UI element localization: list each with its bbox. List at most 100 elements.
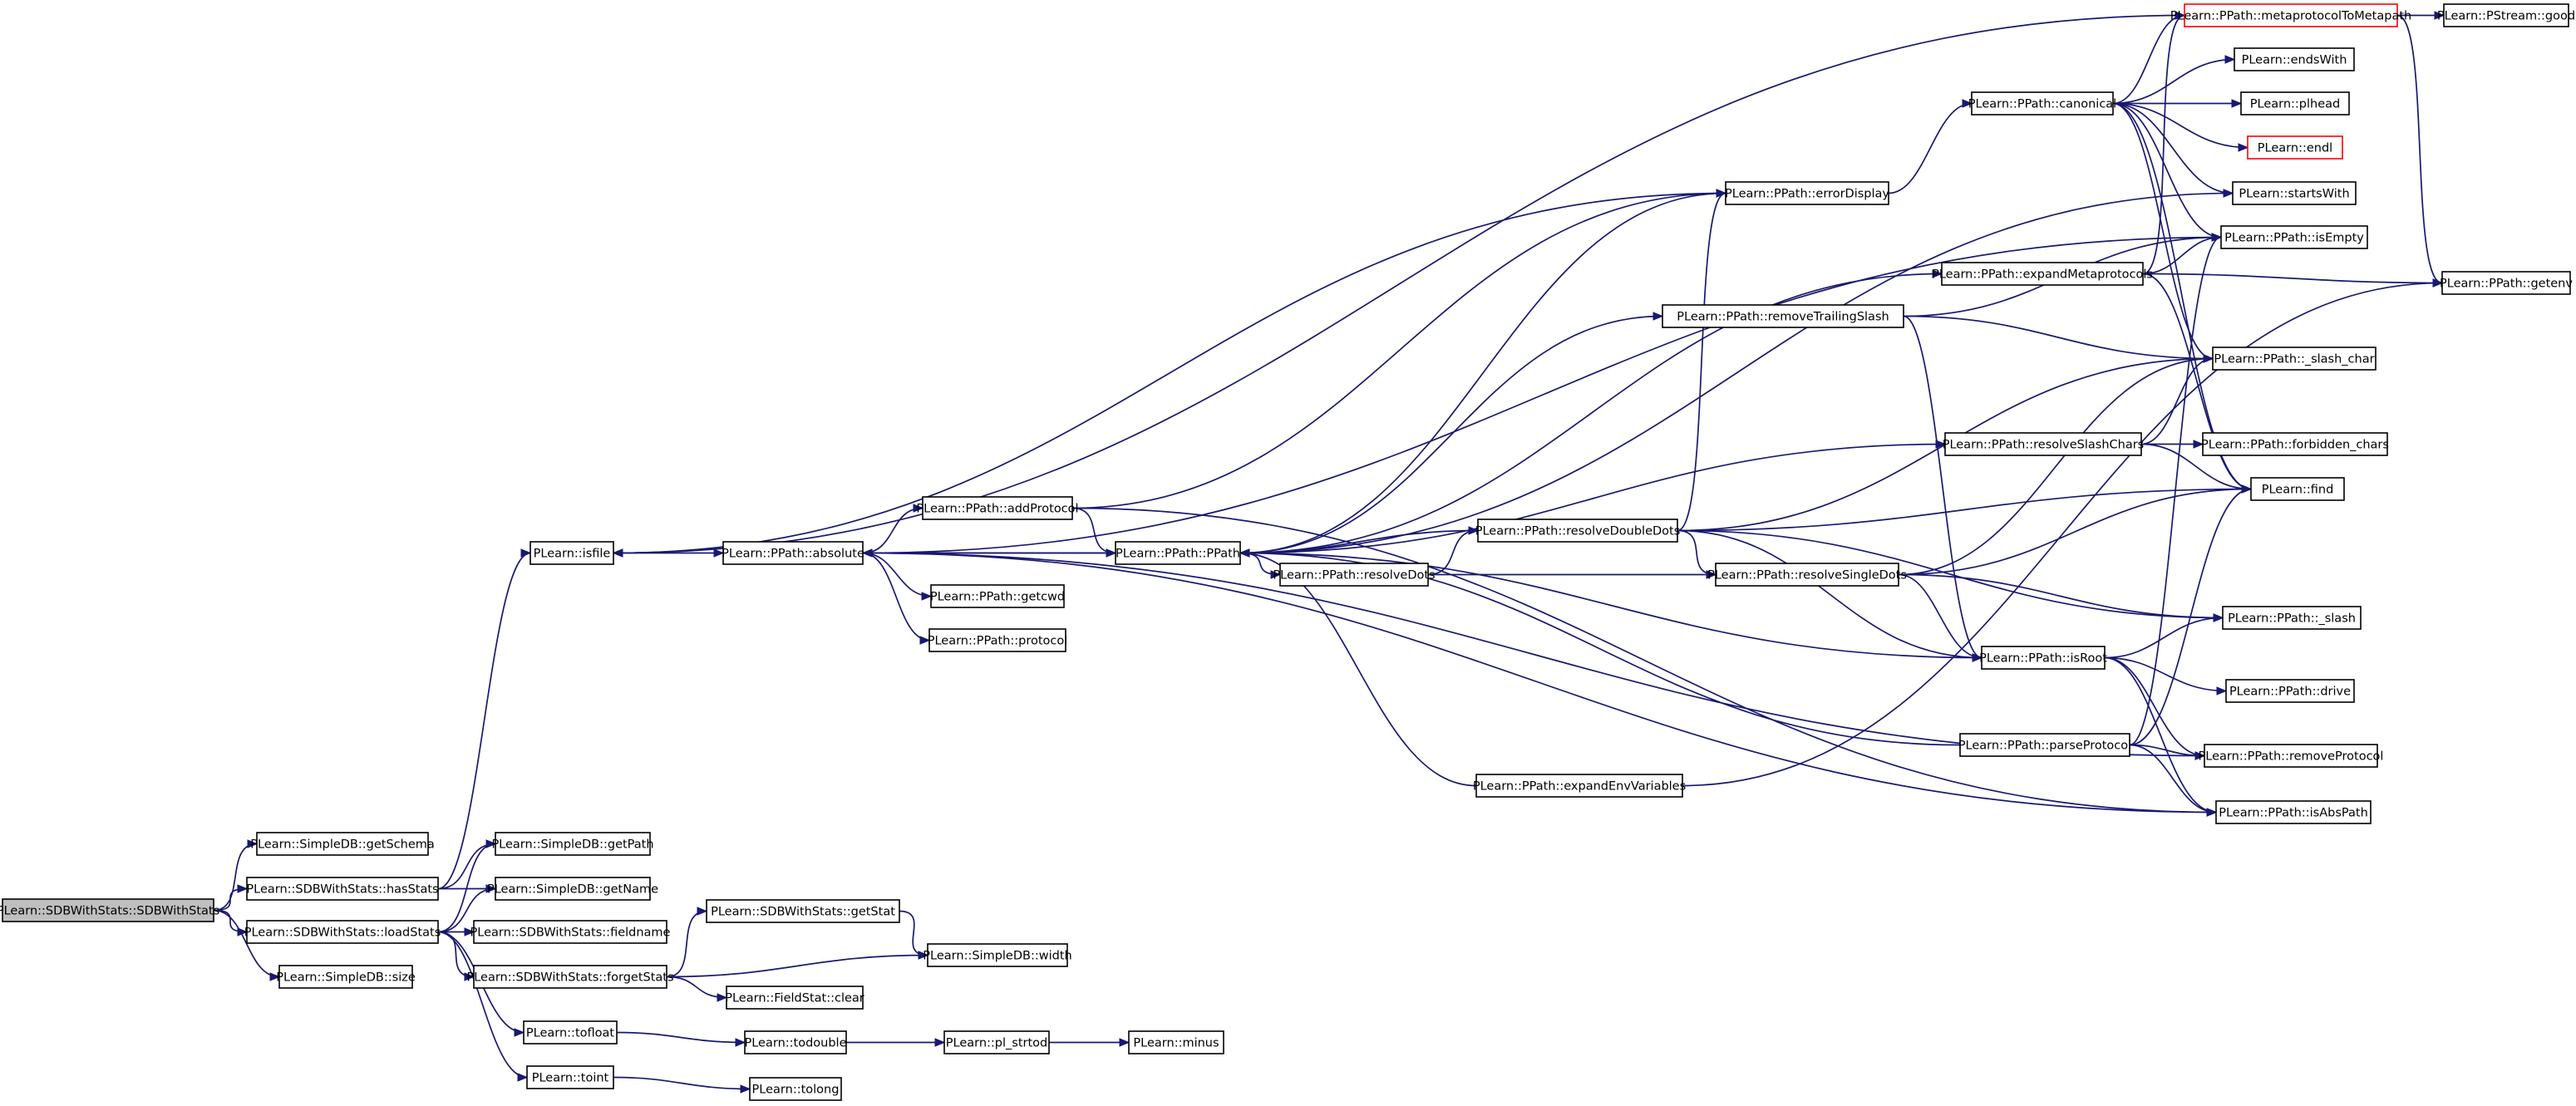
node-absolute[interactable]: PLearn::PPath::absolute [722,541,864,565]
node-resolvedoubledots[interactable]: PLearn::PPath::resolveDoubleDots [1475,519,1681,543]
node-box [722,541,864,565]
edge-line [2140,357,2214,445]
node-resolvesingle[interactable]: PLearn::PPath::resolveSingleDots [1707,563,1907,587]
node-size[interactable]: PLearn::SimpleDB::size [276,965,416,989]
node-endswith[interactable]: PLearn::endsWith [2234,47,2355,71]
node-expandenv[interactable]: PLearn::PPath::expandEnvVariables [1473,774,1686,798]
node-label: PLearn::SDBWithStats::SDBWithStats [0,905,219,918]
node-getpath[interactable]: PLearn::SimpleDB::getPath [491,832,654,856]
node-resolveslash[interactable]: PLearn::PPath::resolveSlashChars [1943,432,2145,456]
edge-line [2142,14,2185,275]
node-toint[interactable]: PLearn::toint [526,1065,614,1089]
graph-nodes: PLearn::SDBWithStats::SDBWithStatsPLearn… [0,3,2575,1101]
node-label: PLearn::PPath::parseProtocol [1958,740,2131,753]
edge-line [1239,273,1943,554]
edge-arrowhead [464,927,475,936]
edge-arrowhead [269,972,281,981]
edge-line [2142,273,2252,490]
node-canonical[interactable]: PLearn::PPath::canonical [1968,91,2116,116]
node-label: PLearn::PPath::isAbsPath [2219,807,2368,820]
node-removetrailing[interactable]: PLearn::PPath::removeTrailingSlash [1662,304,1904,328]
node-expandmeta[interactable]: PLearn::PPath::expandMetaprotocols [1932,262,2153,286]
node-forgetstats[interactable]: PLearn::SDBWithStats::forgetStats [466,965,674,989]
node-resolvedots[interactable]: PLearn::PPath::resolveDots [1273,563,1436,587]
node-box [1941,262,2144,286]
node-width[interactable]: PLearn::SimpleDB::width [923,943,1072,967]
node-clear[interactable]: PLearn::FieldStat::clear [725,986,864,1010]
node-isempty[interactable]: PLearn::PPath::isEmpty [2220,225,2368,249]
edge-loadstats-to-toint [437,931,529,1082]
node-getname[interactable]: PLearn::SimpleDB::getName [487,877,658,901]
edge-line [613,1076,751,1090]
node-slash[interactable]: PLearn::PPath::_slash [2222,606,2362,630]
node-removeprotocol[interactable]: PLearn::PPath::removeProtocol [2199,744,2384,768]
edge-canonical-to-startswith [2112,102,2234,198]
edge-line [1677,529,1982,659]
edge-errordisplay-to-isfile [612,192,1726,558]
node-isfile[interactable]: PLearn::isfile [529,541,614,565]
edge-line [1903,315,1982,659]
node-minus[interactable]: PLearn::minus [1128,1030,1224,1054]
node-label: PLearn::PPath::expandEnvVariables [1473,780,1686,794]
node-box [943,1030,1050,1054]
node-box [1477,519,1678,543]
node-parseprotocol[interactable]: PLearn::PPath::parseProtocol [1958,733,2131,757]
edge-ppath-to-removetrailing [1239,312,1664,554]
node-hasstats[interactable]: PLearn::SDBWithStats::hasStats [246,877,439,901]
node-getcwd[interactable]: PLearn::PPath::getcwd [930,584,1065,608]
node-label: PLearn::PPath::PPath [1116,548,1240,561]
edge-arrowhead [2213,613,2224,622]
edge-resolvedoubledots-to-isroot [1677,529,1983,662]
node-ppath[interactable]: PLearn::PPath::PPath [1115,541,1241,565]
node-tofloat[interactable]: PLearn::tofloat [523,1020,618,1045]
node-getenv[interactable]: PLearn::PPath::getenv [2440,271,2573,295]
node-fieldname[interactable]: PLearn::SDBWithStats::fieldname [470,920,671,944]
node-plstrtod[interactable]: PLearn::pl_strtod [943,1030,1050,1054]
node-label: PLearn::PPath::absolute [722,548,864,561]
node-box [246,920,439,944]
node-loadstats[interactable]: PLearn::SDBWithStats::loadStats [244,920,441,944]
node-label: PLearn::PPath::resolveDoubleDots [1475,525,1681,538]
node-label: PLearn::minus [1133,1037,1219,1050]
node-label: PLearn::SimpleDB::size [276,971,416,985]
node-pstreamgood[interactable]: PLearn::PStream::good [2437,3,2575,27]
edge-arrowhead [1270,570,1282,579]
node-box [2,898,214,922]
node-box [1959,733,2130,757]
node-metatometa[interactable]: PLearn::PPath::metaprotocolToMetapath [2170,3,2411,27]
node-drive[interactable]: PLearn::PPath::drive [2225,679,2355,703]
node-endl[interactable]: PLearn::endl [2247,135,2343,160]
node-slashchar[interactable]: PLearn::PPath::_slash_char [2212,347,2377,371]
node-getschema[interactable]: PLearn::SimpleDB::getSchema [250,832,435,856]
node-addprotocol[interactable]: PLearn::PPath::addProtocol [916,496,1079,520]
edge-arrowhead [1962,99,1973,108]
node-isroot[interactable]: PLearn::PPath::isRoot [1979,646,2107,670]
edge-addprotocol-to-ppath [1071,507,1117,558]
node-todouble[interactable]: PLearn::todouble [744,1030,847,1054]
node-protocol[interactable]: PLearn::PPath::protocol [928,628,1068,652]
edge-resolvesingle-to-slashchar [1898,354,2214,576]
node-errordisplay[interactable]: PLearn::PPath::errorDisplay [1725,181,1889,205]
node-startswith[interactable]: PLearn::startsWith [2232,181,2357,205]
edge-line [666,910,707,978]
edge-line [2112,14,2185,105]
node-tolong[interactable]: PLearn::tolong [749,1077,842,1101]
edge-resolvesingle-to-isroot [1898,573,1983,662]
node-box [473,965,667,989]
edge-absolute-to-addprotocol [862,504,924,554]
node-label: PLearn::PPath::_slash_char [2214,353,2374,366]
edge-arrowhead [2203,354,2214,363]
node-pihead[interactable]: PLearn::plhead [2240,91,2350,116]
node-sdbwithstats[interactable]: PLearn::SDBWithStats::SDBWithStats [0,898,219,922]
node-box [927,943,1068,967]
node-box [2240,91,2350,116]
node-label: PLearn::isfile [534,548,611,561]
node-forbidden[interactable]: PLearn::PPath::forbidden_chars [2201,432,2389,456]
edge-line [2104,617,2224,659]
node-isabspath[interactable]: PLearn::PPath::isAbsPath [2215,800,2372,824]
node-box [246,877,439,901]
node-find[interactable]: PLearn::find [2250,477,2345,501]
node-box [2212,347,2377,371]
edge-isroot-to-slash [2104,613,2224,659]
node-getstat[interactable]: PLearn::SDBWithStats::getStat [706,899,900,923]
